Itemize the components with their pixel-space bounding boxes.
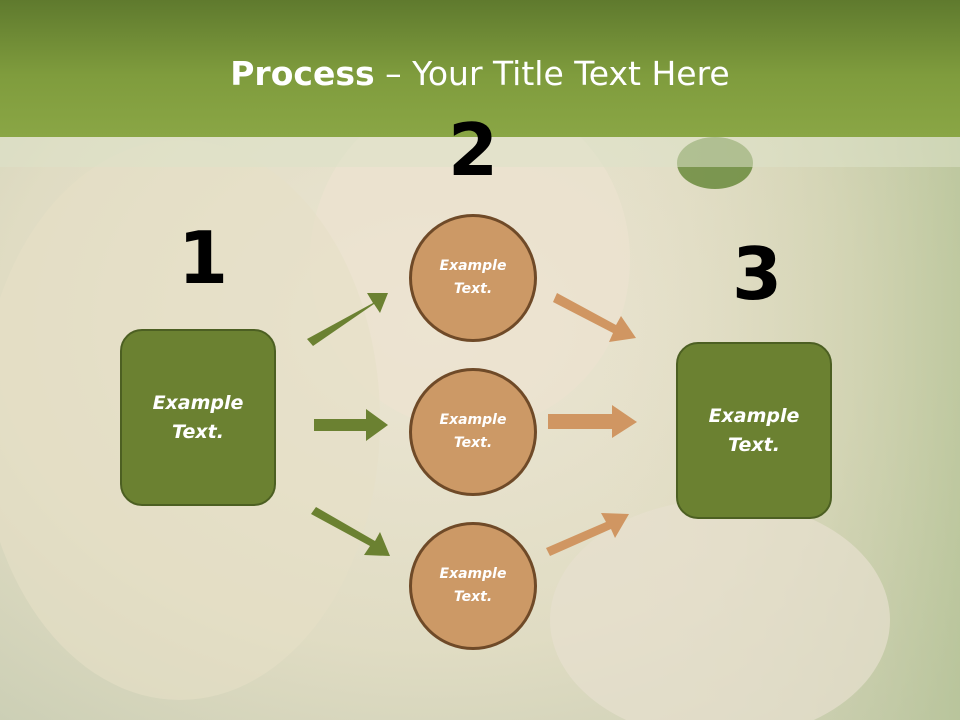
step-number-3: 3 xyxy=(732,232,783,316)
title-bar-band xyxy=(0,137,960,167)
circle-step-middle: Example Text. xyxy=(409,368,537,496)
arrow-up-right-right xyxy=(546,513,629,556)
step-number-1: 1 xyxy=(178,216,229,300)
circle-step-top: Example Text. xyxy=(409,214,537,342)
arrow-down-right-right xyxy=(553,293,636,342)
title-bold: Process xyxy=(230,54,375,93)
right-step-box: Example Text. xyxy=(676,342,832,519)
circle-middle-text: Example Text. xyxy=(439,412,507,451)
step-number-2: 2 xyxy=(448,108,499,192)
left-step-box: Example Text. xyxy=(120,329,276,506)
arrow-down-right-left xyxy=(311,507,390,556)
circle-step-bottom: Example Text. xyxy=(409,522,537,650)
arrow-right-right xyxy=(548,405,637,438)
right-step-text: Example Text. xyxy=(708,404,800,456)
circle-bottom-text: Example Text. xyxy=(439,566,507,605)
arrow-right-left xyxy=(314,409,388,441)
title-bar xyxy=(0,0,960,137)
title-rest: – Your Title Text Here xyxy=(374,54,730,93)
circle-top-text: Example Text. xyxy=(439,258,507,297)
arrow-up-right-left xyxy=(307,293,388,346)
slide-title: Process – Your Title Text Here xyxy=(0,52,960,96)
left-step-text: Example Text. xyxy=(152,391,244,443)
